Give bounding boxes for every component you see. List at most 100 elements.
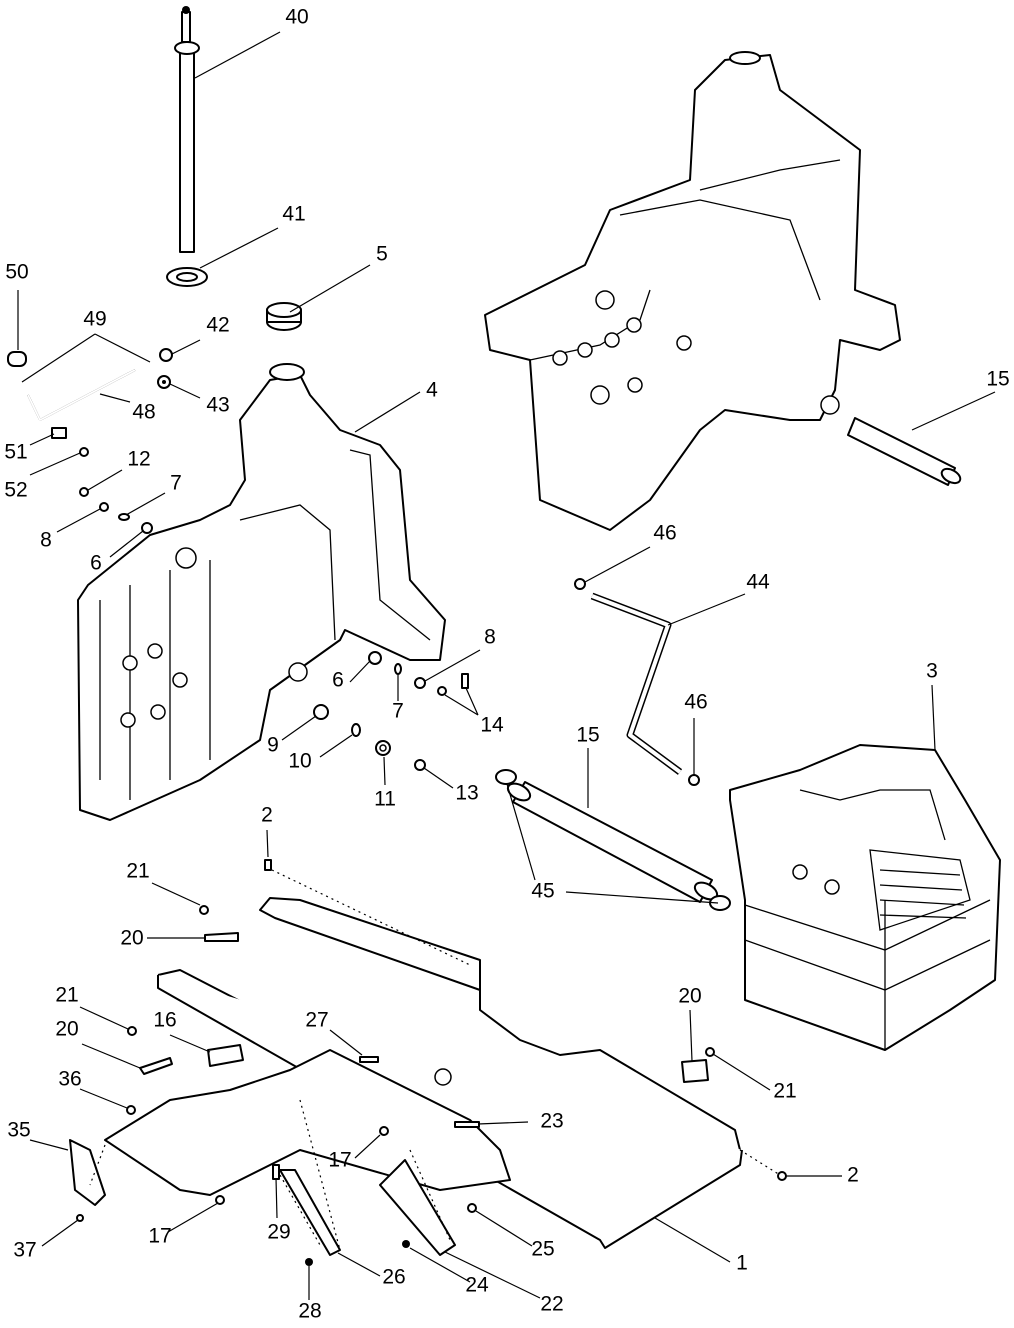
part-25-bolt (467, 1203, 477, 1213)
part-40-sender-tube (174, 6, 200, 253)
callout-48: 48 (132, 401, 155, 424)
callout-50: 50 (5, 261, 28, 284)
callout-4: 4 (426, 379, 438, 402)
callout-8-lower: 8 (484, 626, 496, 649)
callout-35: 35 (7, 1119, 30, 1142)
callout-21-c: 21 (773, 1080, 796, 1103)
callout-16: 16 (153, 1009, 176, 1032)
part-20-bracket-b (139, 1057, 173, 1075)
callout-27: 27 (305, 1009, 328, 1032)
callout-25: 25 (531, 1238, 554, 1261)
part-11-nut (375, 740, 391, 756)
part-51-clip (51, 427, 67, 439)
part-23-bolt (454, 1121, 480, 1128)
part-7-oring (118, 513, 130, 521)
part-20-bracket-a (204, 932, 239, 942)
part-15-lower-hose (506, 781, 719, 903)
part-1-frame (104, 897, 743, 1249)
callout-45: 45 (531, 880, 554, 903)
callout-43: 43 (206, 394, 229, 417)
part-6-plug (141, 522, 153, 534)
callout-52: 52 (4, 479, 27, 502)
part-7-oring-b (394, 663, 402, 675)
callout-15-lower: 15 (576, 724, 599, 747)
callout-20-b: 20 (55, 1018, 78, 1041)
callout-7-upper: 7 (170, 472, 182, 495)
alignment-lines (89, 869, 781, 1251)
part-24-nut (402, 1240, 410, 1248)
callout-26: 26 (382, 1266, 405, 1289)
part-43-fitting (157, 375, 171, 389)
callout-13: 13 (455, 782, 478, 805)
callout-36: 36 (58, 1068, 81, 1091)
part-3-step-box (729, 744, 1001, 1051)
part-27-bolt (359, 1056, 379, 1063)
callout-22: 22 (540, 1293, 563, 1316)
part-5-filler-cap (266, 302, 302, 331)
callout-17-b: 17 (148, 1225, 171, 1248)
part-45-clamp-a (495, 769, 517, 785)
callout-28: 28 (298, 1300, 321, 1323)
callout-37: 37 (13, 1239, 36, 1262)
part-29-bolt (272, 1164, 280, 1180)
part-46-clamp-a (574, 578, 586, 590)
callout-8-upper: 8 (40, 529, 52, 552)
part-22-bracket (379, 1159, 456, 1256)
part-15-upper-hose (847, 417, 962, 486)
callout-21-b: 21 (55, 984, 78, 1007)
part-2-bolt-a (264, 859, 272, 871)
callout-7-lower: 7 (392, 700, 404, 723)
part-37-nut (76, 1214, 84, 1222)
callout-23: 23 (540, 1110, 563, 1133)
callout-11: 11 (374, 788, 396, 811)
callout-51: 51 (4, 441, 27, 464)
callout-24: 24 (465, 1274, 489, 1297)
callout-17-a: 17 (328, 1149, 351, 1172)
callout-21-a: 21 (126, 860, 149, 883)
part-16-bracket (207, 1044, 244, 1067)
callout-6-lower: 6 (332, 669, 344, 692)
callout-29: 29 (267, 1221, 290, 1244)
callout-9: 9 (267, 734, 279, 757)
part-21-bolt-b (127, 1026, 137, 1036)
callout-20-c: 20 (678, 985, 701, 1008)
part-52-nut (79, 447, 89, 457)
callout-40: 40 (285, 6, 308, 29)
callout-2-lower: 2 (847, 1164, 859, 1187)
part-13-elbow (414, 759, 426, 771)
part-21-bolt-c (705, 1047, 715, 1057)
part-12-clip (79, 487, 89, 497)
part-42-fitting (159, 348, 173, 362)
part-9-plug (313, 704, 329, 720)
callout-41: 41 (282, 203, 305, 226)
part-26-strap (279, 1169, 341, 1256)
callout-46-lower: 46 (684, 691, 707, 714)
part-28-nut (305, 1258, 313, 1266)
part-8-washer-b (414, 677, 426, 689)
callout-6-upper: 6 (90, 552, 102, 575)
callout-20-a: 20 (120, 927, 143, 950)
callout-5: 5 (376, 243, 388, 266)
callout-42: 42 (206, 314, 229, 337)
callout-12: 12 (127, 448, 150, 471)
part-6-plug-b (368, 651, 382, 665)
callout-1: 1 (736, 1252, 748, 1275)
callout-3: 3 (926, 660, 938, 683)
part-48-tube (27, 369, 136, 422)
part-14-fittings (437, 673, 469, 696)
part-17-bolt-b (215, 1195, 225, 1205)
part-20-bracket-c (681, 1059, 709, 1083)
callout-10: 10 (288, 750, 311, 773)
callout-15-upper: 15 (986, 368, 1009, 391)
part-36-bolt (126, 1105, 136, 1115)
part-44-fuel-line (590, 592, 683, 775)
callout-46-upper: 46 (653, 522, 676, 545)
callout-14: 14 (480, 714, 504, 737)
part-8-washer (99, 502, 109, 512)
part-46-clamp-b (688, 774, 700, 786)
part-35-bracket (69, 1139, 106, 1206)
leader-lines (17, 31, 996, 1300)
part-21-bolt-a (199, 905, 209, 915)
part-50-cap (7, 351, 27, 367)
